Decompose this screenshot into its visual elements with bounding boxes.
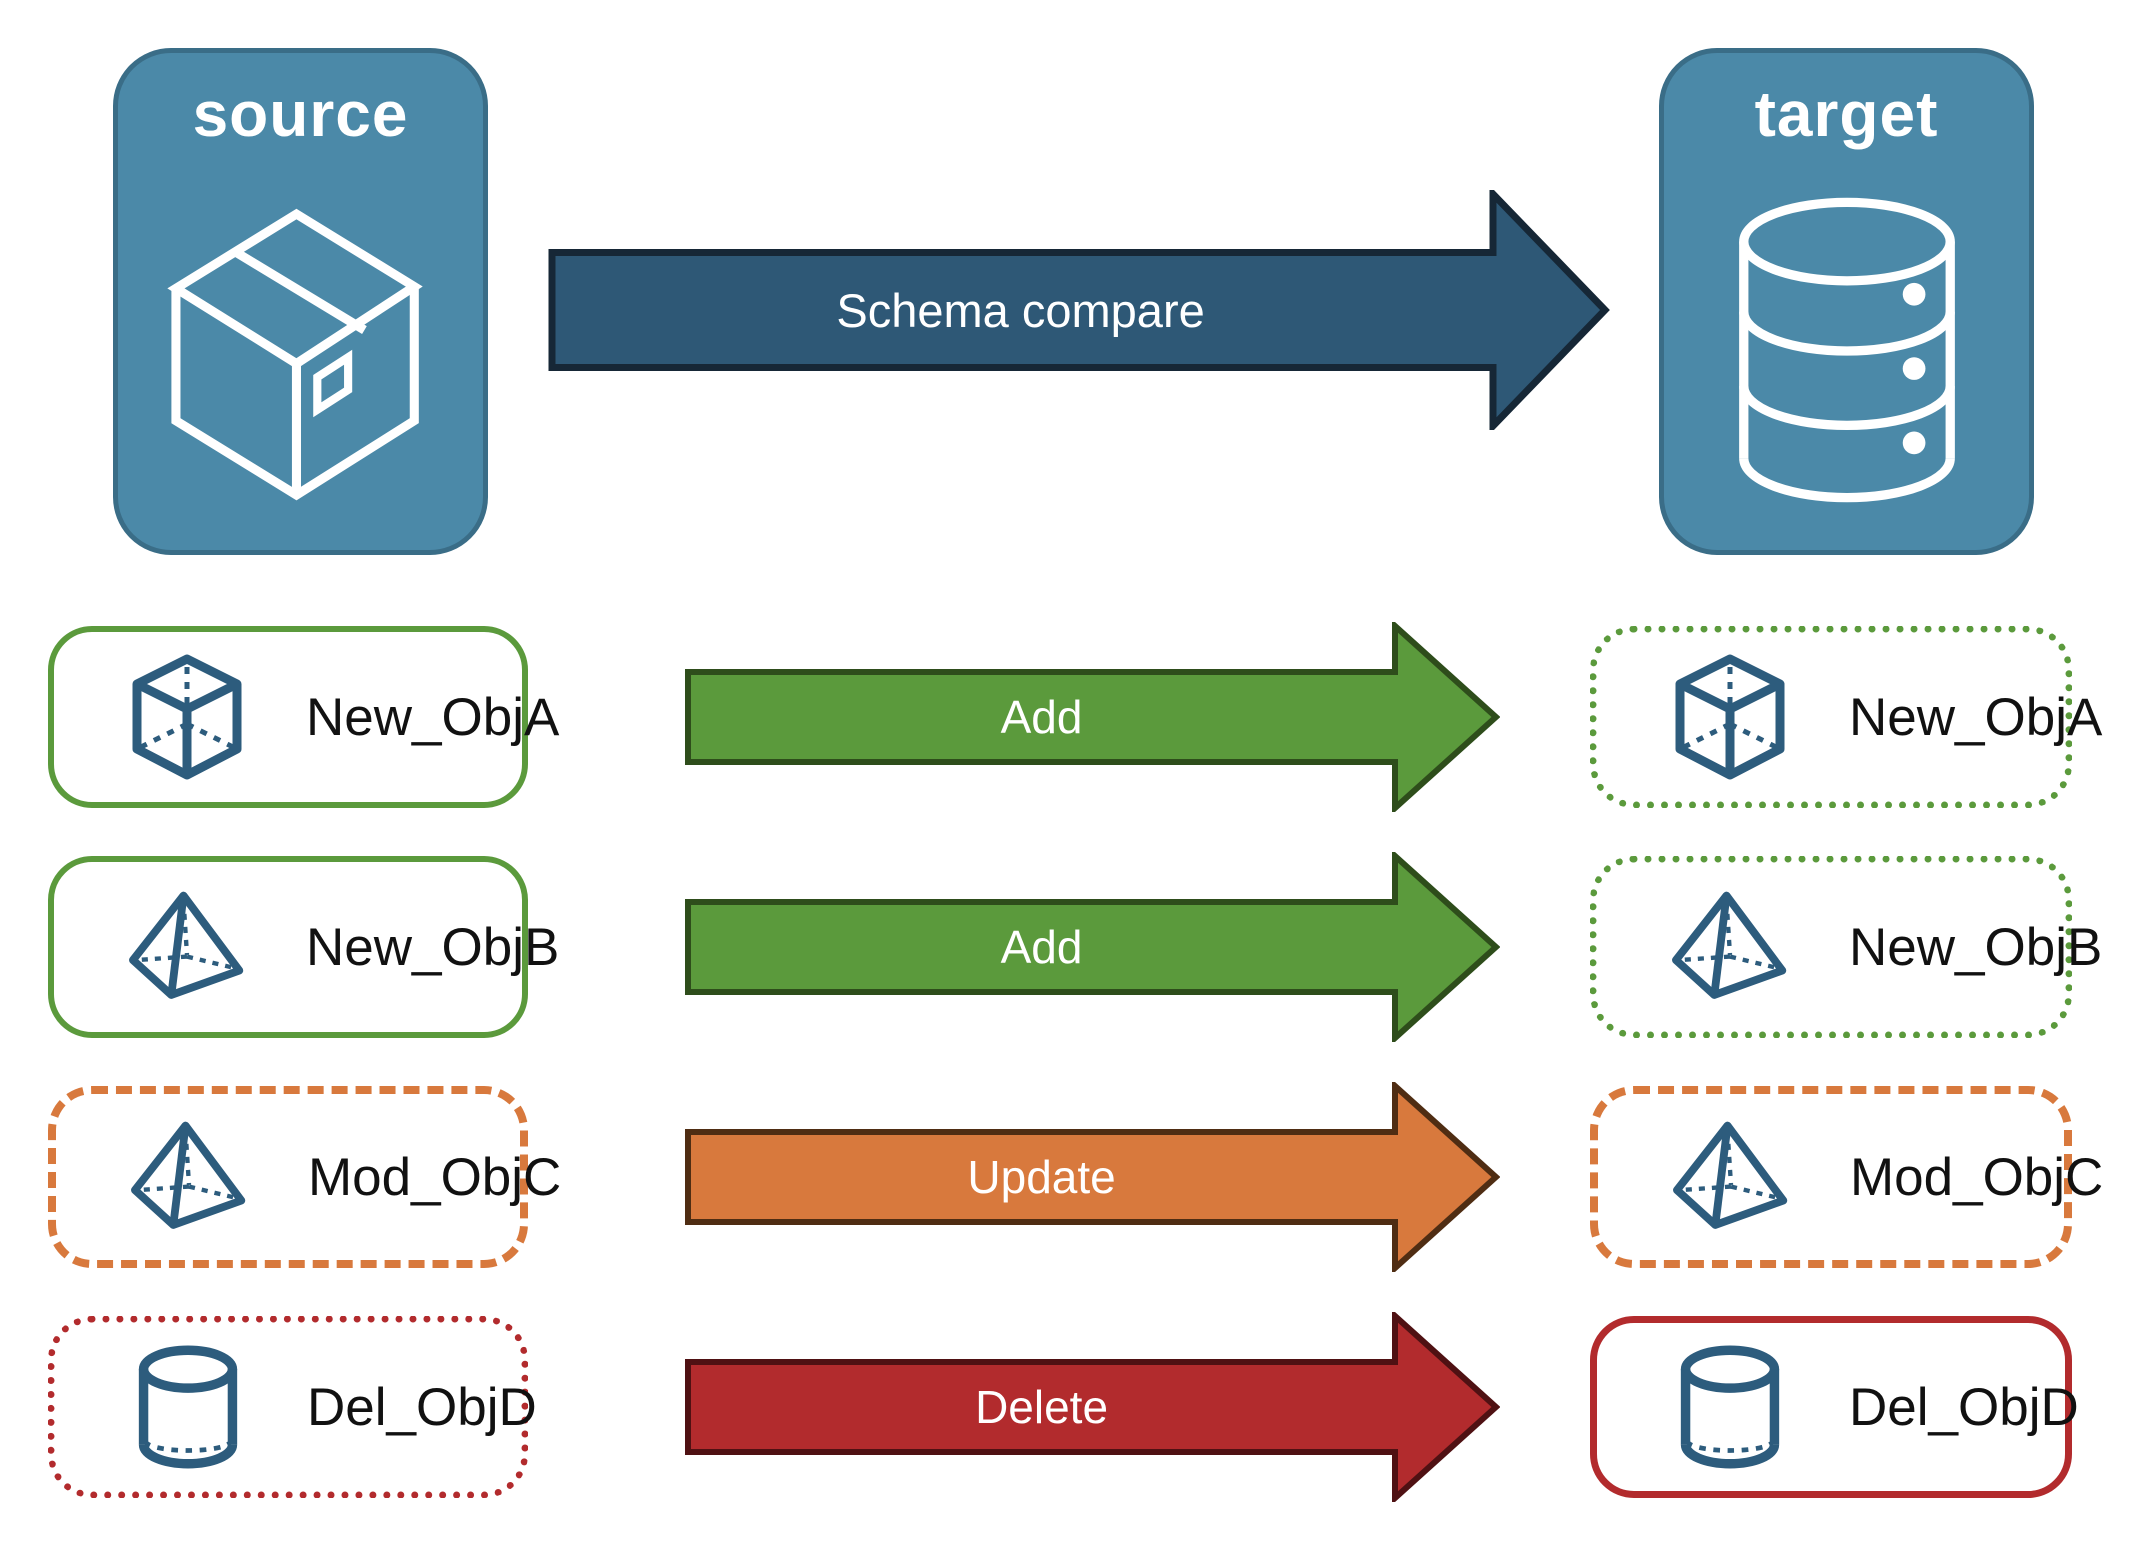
- action-label: Add: [1000, 921, 1083, 973]
- target-node: target: [1659, 48, 2034, 555]
- schema-compare-arrow: Schema compare: [548, 190, 1610, 430]
- cube-icon: [126, 651, 248, 783]
- right-arrow-shape: [685, 852, 1500, 1042]
- right-arrow-shape: [685, 622, 1500, 812]
- row-new-obja: New_ObjA Add: [0, 622, 2150, 812]
- row-del-objd: Del_ObjD Delete Del_Ob: [0, 1312, 2150, 1502]
- row-mod-objc: Mod_ObjC Update Mod_Ob: [0, 1082, 2150, 1272]
- delete-arrow: Delete: [685, 1312, 1500, 1502]
- right-arrow-shape: [685, 1312, 1500, 1502]
- object-name: Del_ObjD: [1849, 1377, 2079, 1437]
- action-label: Add: [1000, 691, 1083, 743]
- package-box-icon: [166, 208, 423, 501]
- pyramid-icon: [128, 1111, 250, 1243]
- schema-compare-label: Schema compare: [836, 283, 1205, 337]
- action-label: Delete: [975, 1381, 1109, 1433]
- row-new-objb: New_ObjB Add New_ObjB: [0, 852, 2150, 1042]
- target-object-card: New_ObjA: [1590, 626, 2102, 808]
- target-object-card: New_ObjB: [1590, 856, 2102, 1038]
- cube-icon: [1669, 651, 1791, 783]
- add-arrow: Add: [685, 852, 1500, 1042]
- object-name: Mod_ObjC: [308, 1147, 562, 1207]
- target-object-card: Mod_ObjC: [1590, 1086, 2103, 1268]
- object-name: New_ObjB: [1849, 917, 2103, 977]
- source-object-card: Mod_ObjC: [48, 1086, 561, 1268]
- action-label: Update: [967, 1151, 1116, 1203]
- pyramid-icon: [126, 881, 248, 1013]
- object-name: New_ObjA: [1849, 687, 2103, 747]
- source-title: source: [192, 78, 409, 150]
- object-name: Mod_ObjC: [1850, 1147, 2104, 1207]
- target-object-card: Del_ObjD: [1590, 1316, 2079, 1498]
- object-name: Del_ObjD: [307, 1377, 537, 1437]
- cylinder-icon: [1669, 1341, 1791, 1473]
- source-node: source: [113, 48, 488, 555]
- source-object-card: New_ObjA: [48, 626, 559, 808]
- right-arrow-shape: [685, 1082, 1500, 1272]
- right-arrow-shape: [548, 190, 1610, 430]
- source-object-card: New_ObjB: [48, 856, 559, 1038]
- object-name: New_ObjA: [306, 687, 560, 747]
- object-name: New_ObjB: [306, 917, 560, 977]
- target-title: target: [1754, 78, 1939, 150]
- comparison-rows: New_ObjA Add: [0, 622, 2150, 1546]
- update-arrow: Update: [685, 1082, 1500, 1272]
- source-object-card: Del_ObjD: [48, 1316, 537, 1498]
- cylinder-icon: [127, 1341, 249, 1473]
- database-icon: [1738, 197, 1955, 502]
- pyramid-icon: [1669, 881, 1791, 1013]
- add-arrow: Add: [685, 622, 1500, 812]
- pyramid-icon: [1670, 1111, 1792, 1243]
